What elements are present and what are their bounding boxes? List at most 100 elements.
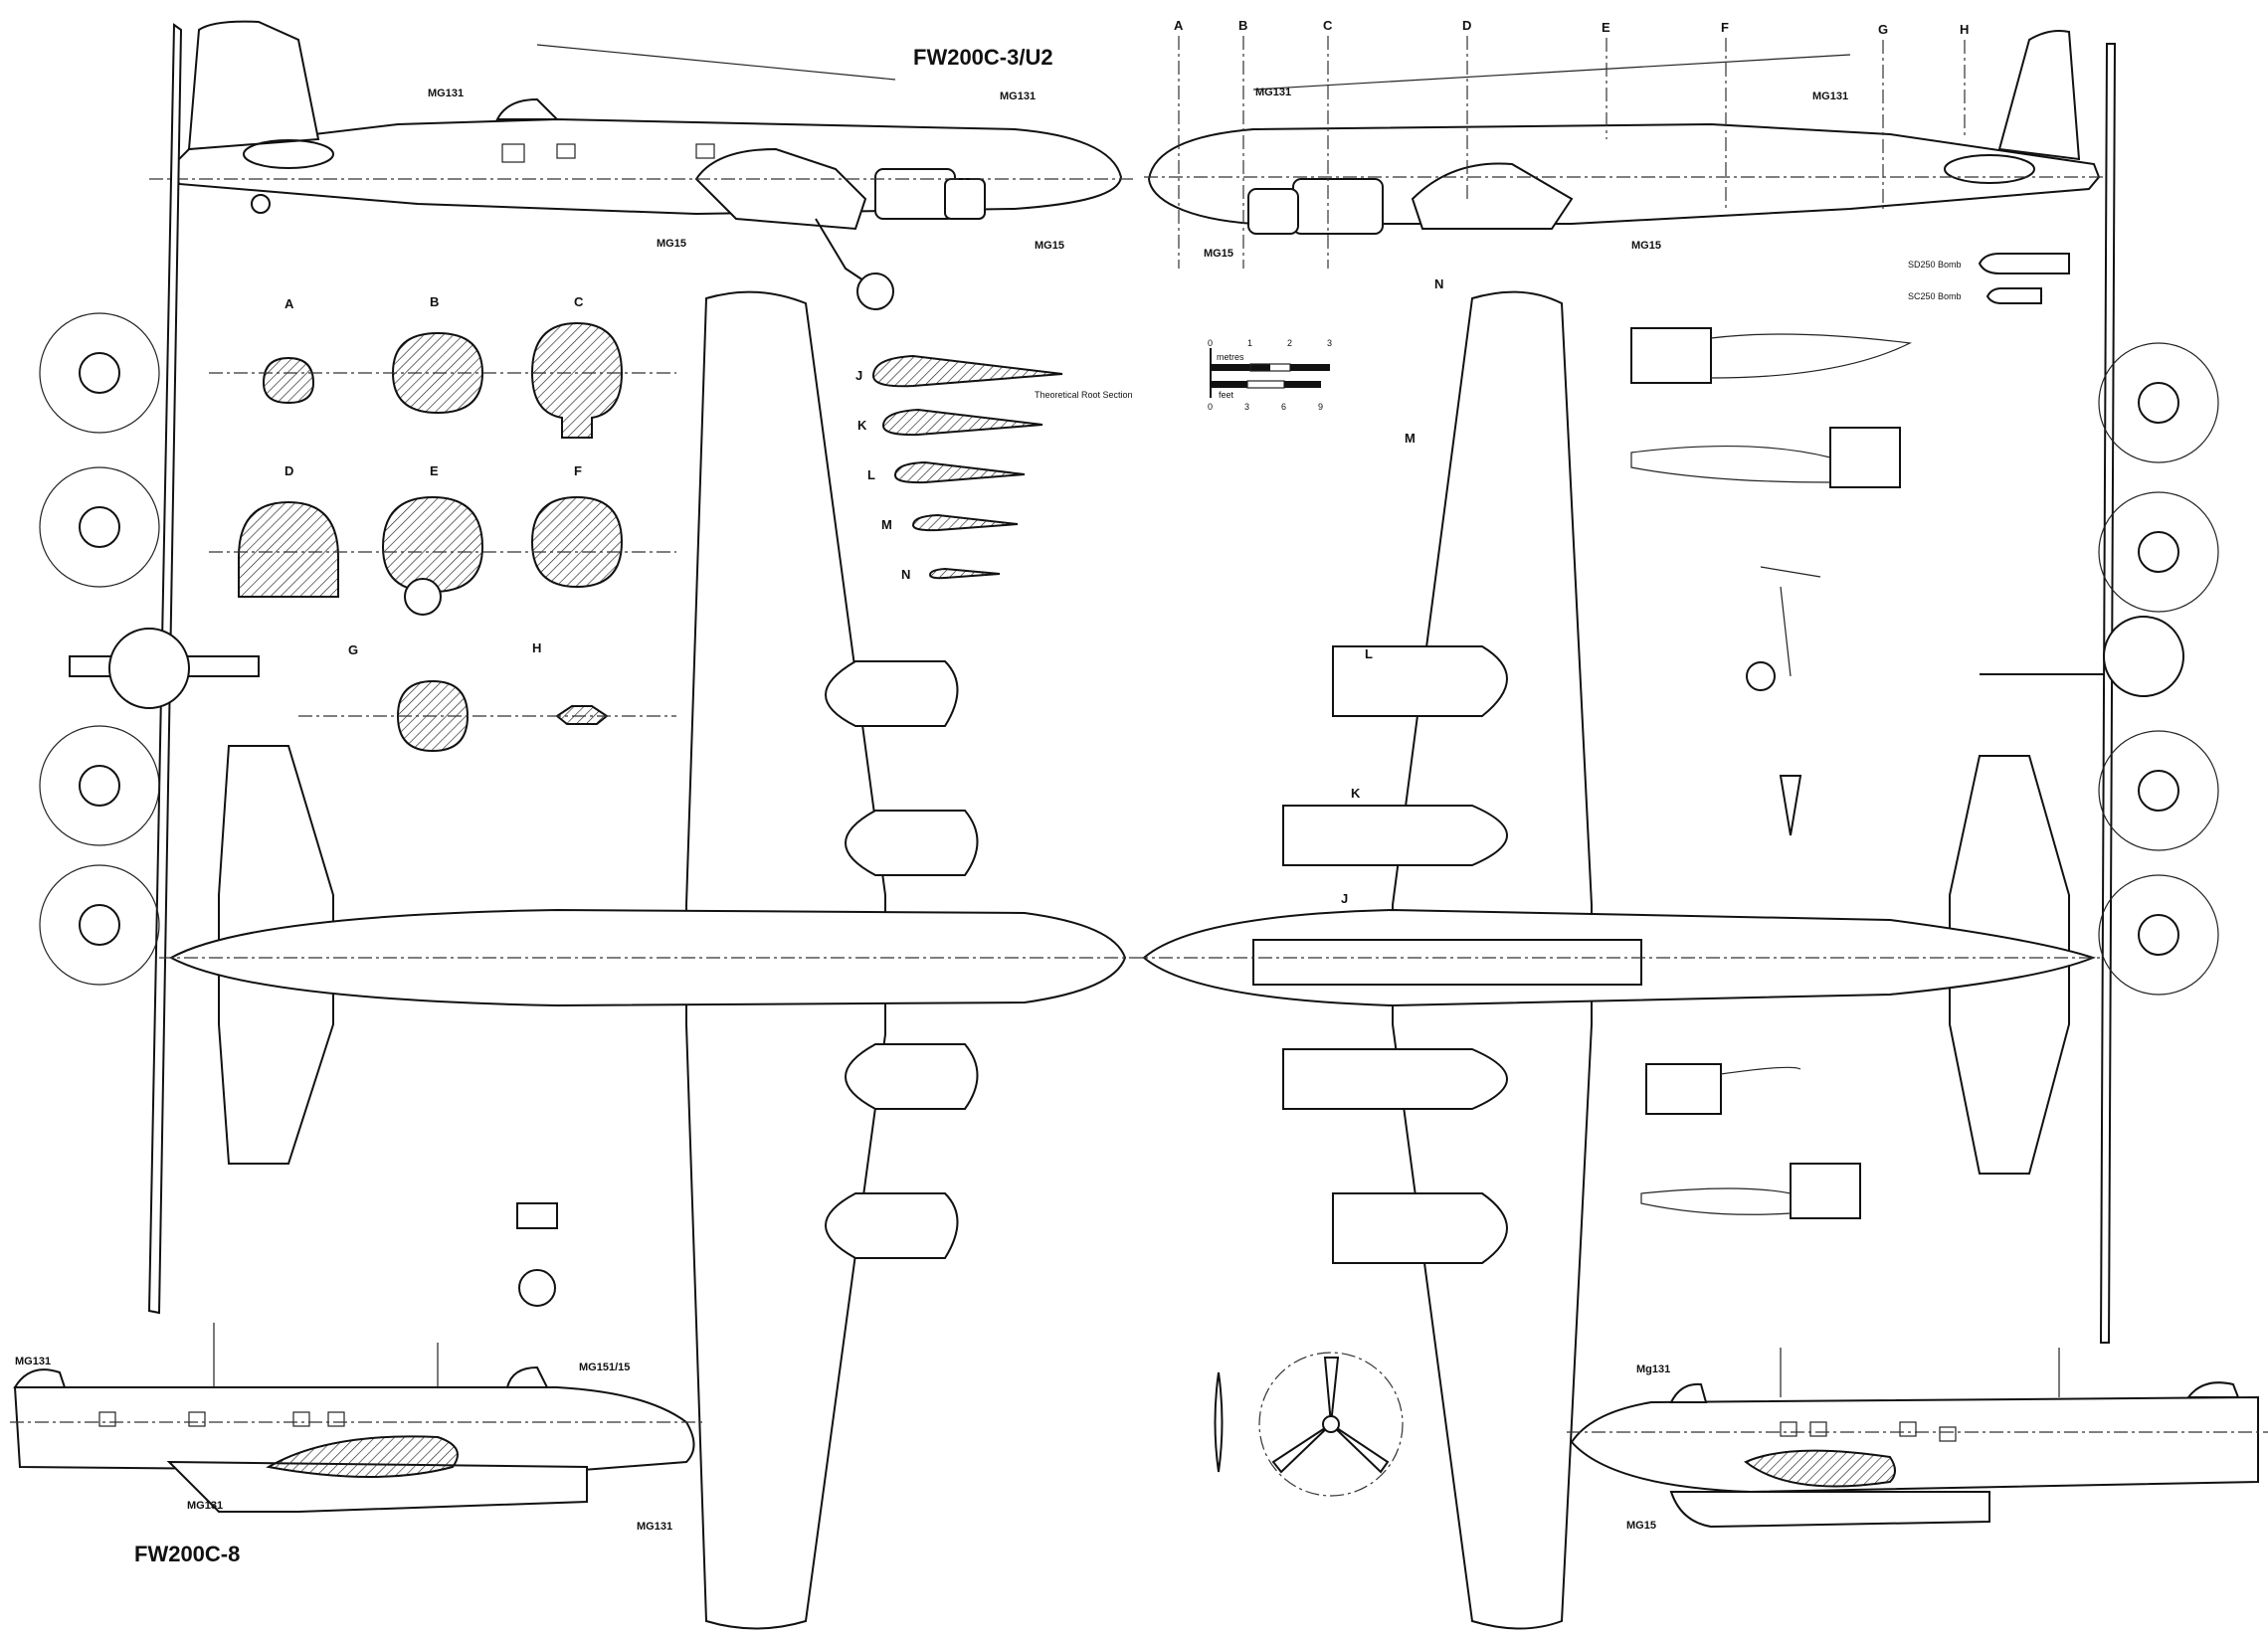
fuselage-section (2103, 616, 2184, 697)
bomb-label: SD250 Bomb (1908, 260, 1962, 270)
airfoil-sections: J K L M N Theoretical Root Section (855, 354, 1133, 582)
nacelle-detail-drawings (1630, 327, 1913, 1219)
main-wheel (856, 273, 894, 310)
svg-text:B: B (1238, 18, 1247, 33)
bomb-drawings: SD250 Bomb SC250 Bomb (1908, 253, 2070, 304)
engine-nacelles (825, 660, 979, 1259)
svg-text:G: G (348, 642, 358, 657)
svg-text:N: N (901, 567, 910, 582)
gun-label: Mg131 (1636, 1363, 1670, 1375)
svg-text:J: J (1341, 891, 1348, 906)
gun-label: MG15 (1626, 1520, 1656, 1532)
tailplane (243, 139, 334, 169)
dorsal-turret (495, 97, 560, 120)
svg-text:K: K (857, 418, 867, 433)
side-view-c8-right: Mg131 MG15 (1567, 1348, 2268, 1532)
propeller-blade-profile (1214, 1371, 1224, 1473)
dorsal-turret (1669, 1382, 1708, 1403)
svg-text:H: H (532, 640, 541, 655)
sd250-bomb (1978, 253, 2070, 274)
svg-text:C: C (574, 294, 584, 309)
sc250-bomb (1985, 287, 2042, 304)
gun-label: MG151/15 (579, 1362, 630, 1373)
section-d (238, 500, 339, 598)
svg-text:G: G (1878, 22, 1888, 37)
tail-fin (1997, 30, 2081, 161)
tail-wheel (251, 194, 271, 214)
wing-root (694, 147, 867, 231)
gun-label: MG131 (1000, 91, 1036, 102)
svg-text:E: E (1602, 20, 1610, 35)
engine-front (79, 352, 120, 394)
tail-fin (187, 20, 320, 151)
side-view-c3-left: MG131 MG131 MG15 MG15 FW200C-3/U2 (149, 20, 1134, 310)
svg-text:6: 6 (1281, 402, 1286, 412)
gun-label: MG131 (637, 1521, 672, 1533)
svg-text:D: D (284, 463, 293, 478)
svg-text:M: M (881, 517, 892, 532)
engine-nacelles (1282, 645, 1508, 1264)
gun-label: MG131 (428, 88, 464, 99)
svg-text:K: K (1351, 786, 1361, 801)
svg-text:feet: feet (1219, 390, 1234, 400)
gun-label: MG131 (187, 1500, 223, 1512)
gun-label: MG15 (1204, 248, 1233, 260)
section-c (530, 321, 624, 439)
engine-front (2138, 382, 2179, 424)
variant-title: FW200C-8 (134, 1542, 240, 1566)
svg-text:H: H (1960, 22, 1969, 37)
front-view-right (1980, 43, 2219, 1344)
section-e (381, 495, 484, 594)
svg-text:D: D (1462, 18, 1471, 33)
dorsal-turret (505, 1365, 549, 1388)
airfoil-n (928, 567, 1001, 580)
station-markers: A B C D E F G H (1174, 18, 1969, 269)
ventral-gondola (1252, 939, 1642, 986)
gun-label: MG131 (1255, 87, 1291, 98)
gun-label: MG131 (15, 1356, 51, 1367)
turret-details (516, 1202, 558, 1307)
airfoil-j (871, 354, 1063, 388)
gun-label: MG15 (1631, 240, 1661, 252)
ventral-gondola (1669, 1491, 1990, 1529)
svg-text:N: N (1434, 276, 1443, 291)
section-f (530, 495, 624, 589)
ventral-gondola (166, 1460, 588, 1513)
airfoil-k (881, 408, 1043, 437)
wing-front (2099, 43, 2117, 1344)
svg-text:3: 3 (1244, 402, 1249, 412)
gun-label: MG15 (1035, 240, 1064, 252)
variant-title: FW200C-3/U2 (913, 45, 1053, 70)
svg-text:A: A (1174, 18, 1184, 33)
svg-text:metres: metres (1217, 352, 1244, 362)
svg-text:A: A (284, 296, 294, 311)
svg-text:E: E (430, 463, 439, 478)
section-a (262, 356, 315, 405)
svg-text:C: C (1323, 18, 1333, 33)
propeller-drawing (1214, 1352, 1404, 1497)
svg-text:9: 9 (1318, 402, 1323, 412)
front-view-left (39, 23, 260, 1315)
svg-text:3: 3 (1327, 338, 1332, 348)
svg-text:1: 1 (1247, 338, 1252, 348)
gun-label: MG131 (1812, 91, 1848, 102)
scale-bar: 0 1 2 3 metres feet 0 3 6 9 (1208, 338, 1332, 412)
cross-sections: A B C D E F G H (209, 294, 676, 753)
svg-text:F: F (1721, 20, 1729, 35)
svg-text:M: M (1405, 431, 1416, 446)
svg-text:0: 0 (1208, 402, 1213, 412)
svg-text:L: L (1365, 646, 1373, 661)
engine-nacelle (874, 168, 956, 220)
tail-wheel-fork (1779, 775, 1802, 836)
svg-text:J: J (855, 368, 862, 383)
wing-section (266, 1435, 459, 1478)
side-view-c8: MG131 MG151/15 MG131 MG131 FW200C-8 (10, 1323, 706, 1566)
airfoil-l (893, 460, 1026, 484)
svg-text:2: 2 (1287, 338, 1292, 348)
svg-text:L: L (867, 467, 875, 482)
bomb-label: SC250 Bomb (1908, 291, 1962, 301)
section-h (555, 705, 609, 725)
wing-section (1744, 1449, 1896, 1488)
engine-nacelle (1292, 178, 1384, 235)
